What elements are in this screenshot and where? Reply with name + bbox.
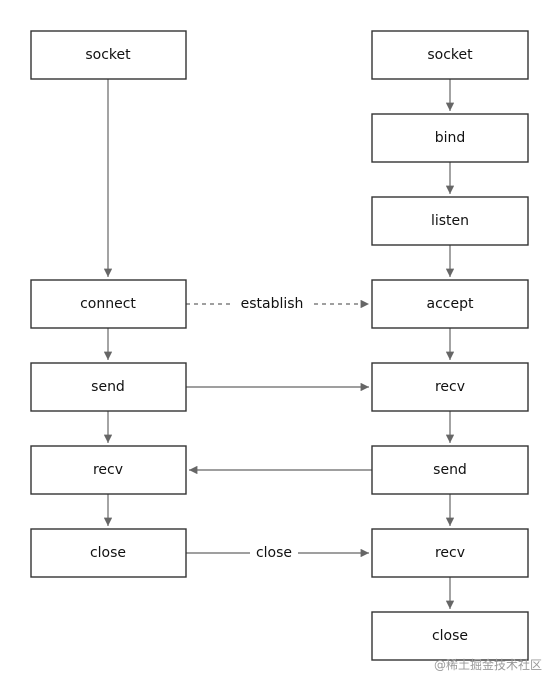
- server-accept-node: accept: [371, 279, 529, 329]
- server-send-node: send: [371, 445, 529, 495]
- server-recv-label: recv: [435, 379, 465, 395]
- edge-label-close: close: [250, 543, 298, 563]
- client-send-label: send: [91, 379, 125, 395]
- edge-label-establish: establish: [233, 294, 311, 314]
- client-connect-node: connect: [30, 279, 187, 329]
- client-socket-node: socket: [30, 30, 187, 80]
- server-bind-node: bind: [371, 113, 529, 163]
- edge-label-close-text: close: [256, 545, 292, 561]
- watermark: @稀土掘金技术社区: [433, 658, 542, 672]
- client-socket-label: socket: [85, 47, 131, 63]
- edge-label-establish-text: establish: [241, 296, 304, 312]
- server-listen-label: listen: [431, 213, 469, 229]
- server-recv2-node: recv: [371, 528, 529, 578]
- server-accept-label: accept: [427, 296, 474, 312]
- server-close-node: close: [371, 611, 529, 661]
- server-socket-label: socket: [427, 47, 473, 63]
- client-connect-label: connect: [80, 296, 136, 312]
- client-close-node: close: [30, 528, 187, 578]
- server-close-label: close: [432, 628, 468, 644]
- client-send-node: send: [30, 362, 187, 412]
- client-recv-label: recv: [93, 462, 123, 478]
- server-send-label: send: [433, 462, 467, 478]
- server-socket-node: socket: [371, 30, 529, 80]
- server-recv-node: recv: [371, 362, 529, 412]
- client-close-label: close: [90, 545, 126, 561]
- server-recv2-label: recv: [435, 545, 465, 561]
- server-bind-label: bind: [435, 130, 466, 146]
- client-recv-node: recv: [30, 445, 187, 495]
- server-listen-node: listen: [371, 196, 529, 246]
